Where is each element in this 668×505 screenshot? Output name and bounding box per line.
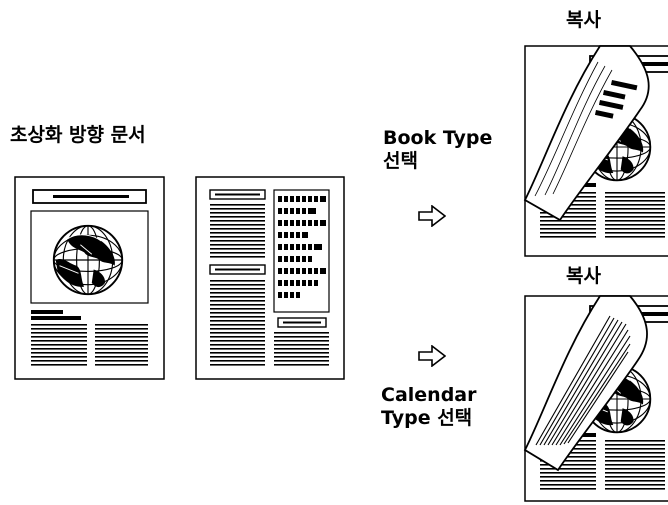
book-type-line1: Book Type bbox=[383, 127, 493, 149]
copy-label-top: 복사 bbox=[566, 9, 601, 31]
arrow-right-icon bbox=[418, 345, 446, 367]
portrait-document-globe bbox=[14, 176, 165, 380]
book-type-line2: 선택 bbox=[383, 150, 418, 172]
book-type-result bbox=[523, 45, 668, 257]
calendar-type-line1: Calendar bbox=[381, 384, 477, 406]
calendar-type-label: Calendar Type 선택 bbox=[381, 384, 476, 430]
copy-label-bottom: 복사 bbox=[566, 265, 601, 287]
arrow-right-icon bbox=[418, 205, 446, 227]
portrait-document-title: 초상화 방향 문서 bbox=[10, 124, 146, 146]
calendar-type-result bbox=[523, 295, 668, 502]
book-type-label: Book Type 선택 bbox=[383, 127, 492, 173]
globe-icon bbox=[52, 224, 124, 296]
calendar-type-line2: Type 선택 bbox=[381, 407, 473, 429]
portrait-document-text bbox=[195, 176, 345, 380]
